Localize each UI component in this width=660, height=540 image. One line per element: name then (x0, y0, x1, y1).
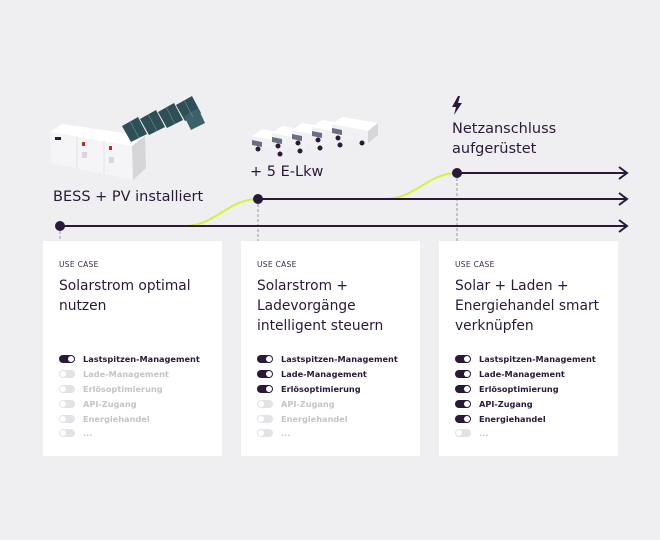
feature-list: Lastspitzen-Management Lade-Management E… (257, 352, 398, 441)
timeline-line-1 (60, 219, 629, 233)
feature-item: Lastspitzen-Management (59, 352, 200, 367)
feature-label: Erlösoptimierung (479, 383, 559, 394)
feature-item: Lastspitzen-Management (257, 352, 398, 367)
use-case-card-3: USE CASE Solar + Laden + Energiehandel s… (439, 241, 618, 456)
toggle-switch (257, 399, 273, 408)
toggle-switch (59, 399, 75, 408)
feature-item: Erlösoptimierung (59, 382, 200, 397)
feature-item: Energiehandel (59, 411, 200, 426)
timeline-node-2 (253, 194, 263, 204)
feature-label: API-Zugang (281, 398, 335, 409)
milestone-label-1: BESS + PV installiert (53, 189, 204, 205)
card-kicker: USE CASE (257, 260, 297, 269)
card-kicker: USE CASE (455, 260, 495, 269)
feature-item: ... (455, 426, 596, 441)
arrow-right-icon (618, 219, 629, 233)
arrow-right-icon (618, 192, 629, 206)
toggle-switch (455, 399, 471, 408)
feature-item: Energiehandel (455, 411, 596, 426)
card-title: Solarstrom + Ladevorgänge intelligent st… (257, 278, 384, 334)
arrow-right-icon (618, 166, 629, 180)
feature-label: Erlösoptimierung (281, 383, 361, 394)
toggle-switch (455, 355, 471, 364)
feature-item: Erlösoptimierung (455, 382, 596, 397)
toggle-switch (59, 370, 75, 379)
toggle-switch (257, 370, 273, 379)
feature-label: ... (83, 428, 93, 439)
feature-label: Lastspitzen-Management (83, 354, 200, 365)
feature-list: Lastspitzen-Management Lade-Management E… (59, 352, 200, 441)
toggle-switch (59, 355, 75, 364)
toggle-switch (257, 429, 273, 438)
timeline-line-3 (457, 166, 629, 180)
toggle-switch (59, 384, 75, 393)
feature-label: ... (281, 428, 291, 439)
feature-item: Erlösoptimierung (257, 382, 398, 397)
timeline-node-1 (55, 221, 65, 231)
feature-label: Erlösoptimierung (83, 383, 163, 394)
toggle-switch (455, 429, 471, 438)
toggle-switch (59, 414, 75, 423)
feature-label: Energiehandel (479, 413, 546, 424)
feature-item: Energiehandel (257, 411, 398, 426)
toggle-switch (257, 384, 273, 393)
feature-label: Lastspitzen-Management (479, 354, 596, 365)
feature-label: ... (479, 428, 489, 439)
feature-label: Lade-Management (83, 369, 169, 380)
feature-label: Lade-Management (281, 369, 367, 380)
toggle-switch (59, 429, 75, 438)
feature-item: Lastspitzen-Management (455, 352, 596, 367)
toggle-switch (257, 414, 273, 423)
timeline-node-3 (452, 168, 462, 178)
feature-label: Energiehandel (281, 413, 348, 424)
feature-item: Lade-Management (455, 367, 596, 382)
battery-storage-icon (50, 124, 146, 180)
toggle-switch (455, 370, 471, 379)
feature-label: Lade-Management (479, 369, 565, 380)
feature-item: API-Zugang (59, 396, 200, 411)
timeline-line-2 (258, 192, 629, 206)
toggle-switch (455, 384, 471, 393)
feature-item: Lade-Management (59, 367, 200, 382)
feature-label: Lastspitzen-Management (281, 354, 398, 365)
use-case-card-2: USE CASE Solarstrom + Ladevorgänge intel… (241, 241, 420, 456)
feature-item: API-Zugang (257, 396, 398, 411)
card-title: Solarstrom optimal nutzen (59, 278, 191, 314)
toggle-switch (257, 355, 273, 364)
lightning-bolt-icon (452, 96, 462, 115)
card-title: Solar + Laden + Energiehandel smart verk… (455, 278, 600, 334)
feature-item: Lade-Management (257, 367, 398, 382)
feature-label: Energiehandel (83, 413, 150, 424)
toggle-switch (455, 414, 471, 423)
milestone-label-3: Netzanschluss aufgerüstet (452, 121, 557, 157)
feature-label: API-Zugang (479, 398, 533, 409)
card-kicker: USE CASE (59, 260, 99, 269)
feature-item: API-Zugang (455, 396, 596, 411)
solar-panel-icon (122, 96, 205, 142)
use-case-card-1: USE CASE Solarstrom optimal nutzen Lasts… (43, 241, 222, 456)
feature-label: API-Zugang (83, 398, 137, 409)
feature-item: ... (59, 426, 200, 441)
feature-list: Lastspitzen-Management Lade-Management E… (455, 352, 596, 441)
feature-item: ... (257, 426, 398, 441)
transition-curve-2 (384, 172, 458, 200)
electric-truck-icon (252, 117, 378, 157)
milestone-label-2: + 5 E-Lkw (250, 164, 324, 180)
